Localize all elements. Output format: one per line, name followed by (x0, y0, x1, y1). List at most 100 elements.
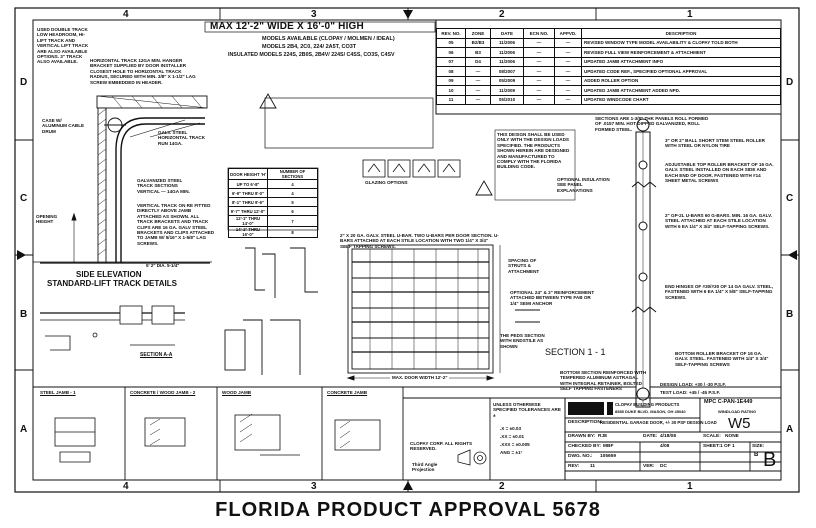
centering-arrows (17, 10, 797, 490)
revision-cell: 11/2006 (490, 56, 524, 67)
large-revision-letter: B (763, 449, 777, 471)
model-info-box (264, 97, 434, 149)
tolerance-3: .XXX = ±0.005 (500, 442, 530, 447)
door-height-cell: 5 (266, 197, 319, 207)
revision-cell: ADDED ROLLER OPTION (581, 75, 781, 86)
max-door-width-label: MAX. DOOR WIDTH 12'-2" (390, 375, 450, 381)
revision-header-date: DATE (490, 28, 524, 39)
tolerance-1: .X = ±0.03 (500, 426, 522, 431)
side-elevation-title: SIDE ELEVATION (76, 270, 142, 279)
opening-height-label: OPENING HEIGHT (36, 214, 58, 225)
cross-section-label: 5' 2" DIA. 5-1/4" (146, 263, 180, 268)
zone-letter-right-b: B (786, 309, 794, 320)
third-angle-projection-icon (457, 449, 487, 466)
revision-cell: — (523, 94, 555, 105)
section-1-1-drawing (515, 118, 657, 408)
sheet-label: SHEET: (703, 444, 721, 449)
ver-label: VER: (643, 464, 655, 469)
galv-steel-note: GALV. STEEL HORIZONTAL TRACK RUN 14GA. (158, 130, 206, 146)
revision-cell: — (465, 75, 491, 86)
title-block (564, 397, 782, 481)
revision-cell: 11/2006 (490, 37, 524, 48)
window-options (362, 159, 461, 178)
revision-cell: UPDATED WINDCODE CHART (581, 94, 781, 105)
zone-number-bottom-1: 1 (687, 481, 693, 492)
revision-cell: — (465, 66, 491, 77)
horizontal-track-note: HORIZONTAL TRACK 12GA MIN. HANGER BRACKE… (90, 58, 196, 85)
windload-code: W5 (728, 415, 751, 432)
windload-label: WINDLOAD RATING (718, 409, 757, 414)
scale-value: NONE (725, 434, 739, 439)
galvanized-track-note: GALVANIZED STEEL TRACK SECTIONS VERTICAL… (137, 178, 190, 194)
company-address: 8585 DUKE BLVD. MASON, OH 45040 (615, 409, 686, 414)
model-line-1: MODELS AVAILABLE (CLOPAY / MOLMEN / IDEA… (262, 36, 395, 42)
warning-icons (259, 93, 493, 196)
door-height-header-row: DOOR HEIGHT 'H' NUMBER OF SECTIONS (228, 168, 319, 180)
revision-cell: — (554, 66, 582, 77)
section-1-1-label: SECTION 1 - 1 (545, 347, 606, 357)
revision-cell: — (523, 75, 555, 86)
revision-cell: — (523, 56, 555, 67)
design-load-label: DESIGN LOAD: +30 / -30 P.S.F. (660, 382, 726, 387)
revision-cell: — (554, 56, 582, 67)
revision-cell: REVISED WINDOW TYPE MODEL AVAILABILITY &… (581, 37, 781, 48)
side-elevation-detail (40, 305, 185, 351)
revision-header-row: REV. NO. ZONE DATE ECN NO. APPVD. DESCRI… (436, 28, 781, 39)
description-label: DESCRIPTION: (568, 420, 603, 425)
revision-header-appvd: APPVD. (554, 28, 582, 39)
vertical-track-note: VERTICAL TRACK ON RE FITTED DIRECTLY ABO… (137, 203, 215, 246)
tolerance-4: ANG = ±1° (500, 450, 523, 455)
zone-letter-left-a: A (20, 424, 28, 435)
track-options-note: USED DOUBLE TRACK LOW HEADROOM, HI-LIFT … (37, 27, 89, 65)
revision-cell: 11 (436, 94, 466, 105)
door-height-cell: UP TO 6'-8" (228, 179, 268, 189)
zone-letter-right-c: C (786, 193, 794, 204)
third-angle-label: Third Angle Projection (412, 462, 438, 473)
checked-date-value: 4/08 (660, 444, 670, 449)
zone-letter-left-d: D (20, 77, 28, 88)
zone-number-bottom-2: 2 (499, 481, 505, 492)
revision-cell: 05/2010 (490, 94, 524, 105)
door-height-cell: 8'-1" THRU 9'-6" (228, 197, 268, 207)
revision-header-ecn: ECN NO. (523, 28, 555, 39)
door-height-row: 6'-9" THRU 8'-0"4 (228, 188, 319, 198)
glazing-options-label: GLAZING OPTIONS (365, 180, 408, 185)
door-height-cell: 6'-9" THRU 8'-0" (228, 188, 268, 198)
dwg-no-value: 105659 (600, 454, 617, 459)
door-height-header-height: DOOR HEIGHT 'H' (228, 168, 268, 180)
model-line-3: INSULATED MODELS 224S, 2B0S, 2B4V/ 224S/… (228, 52, 395, 58)
revision-cell: — (554, 75, 582, 86)
bottom-bracket-note: BOTTOM ROLLER BRACKET OF 16 GA. GALV. ST… (675, 351, 769, 367)
revision-header-zone: ZONE (465, 28, 491, 39)
company-logo (568, 402, 613, 415)
revision-cell: 10 (436, 85, 466, 96)
date-value: 4/18/08 (660, 434, 677, 439)
zone-number-top-3: 3 (311, 9, 317, 20)
door-height-cell: 6 (266, 206, 319, 216)
description-value: RESIDENTIAL GARAGE DOOR, +/- 30 PSF DESI… (600, 420, 717, 425)
date-label: DATE: (643, 434, 658, 439)
revision-cell: 08/2007 (490, 66, 524, 77)
revision-cell: D4 (465, 56, 491, 67)
revision-cell: — (554, 85, 582, 96)
zone-number-top-2: 2 (499, 9, 505, 20)
panel-construction-note: SECTIONS ARE 1-3/8" THK PANELS ROLL FORM… (595, 116, 709, 132)
track-details-title: STANDARD-LIFT TRACK DETAILS (47, 279, 177, 288)
scale-label: SCALE: (703, 434, 721, 439)
notes-box (494, 129, 576, 201)
revision-cell: 06 (436, 47, 466, 58)
concrete-jamb-title: CONCRETE JAMB (327, 390, 368, 395)
track-clip-details (224, 247, 318, 375)
revision-cell: UPDATED JAMB ATTACHMENT INFO (581, 56, 781, 67)
ver-value: DC (660, 464, 667, 469)
drawn-by-value: RJE (598, 434, 608, 439)
roller-note: 3" OR 2" BALL SHORT STEM STEEL ROLLER WI… (665, 138, 765, 149)
test-load-label: TEST LOAD: +45 / -45 P.S.F. (660, 390, 721, 395)
door-height-row: 8'-1" THRU 9'-6"5 (228, 197, 319, 207)
rev-label: REV: (568, 464, 580, 469)
dwg-no-label: DWG. NO.: (568, 454, 593, 459)
design-note: THIS DESIGN SHALL BE USED ONLY WITH THE … (497, 132, 570, 170)
drawn-by-label: DRAWN BY: (568, 434, 596, 439)
door-elevation (346, 244, 501, 381)
